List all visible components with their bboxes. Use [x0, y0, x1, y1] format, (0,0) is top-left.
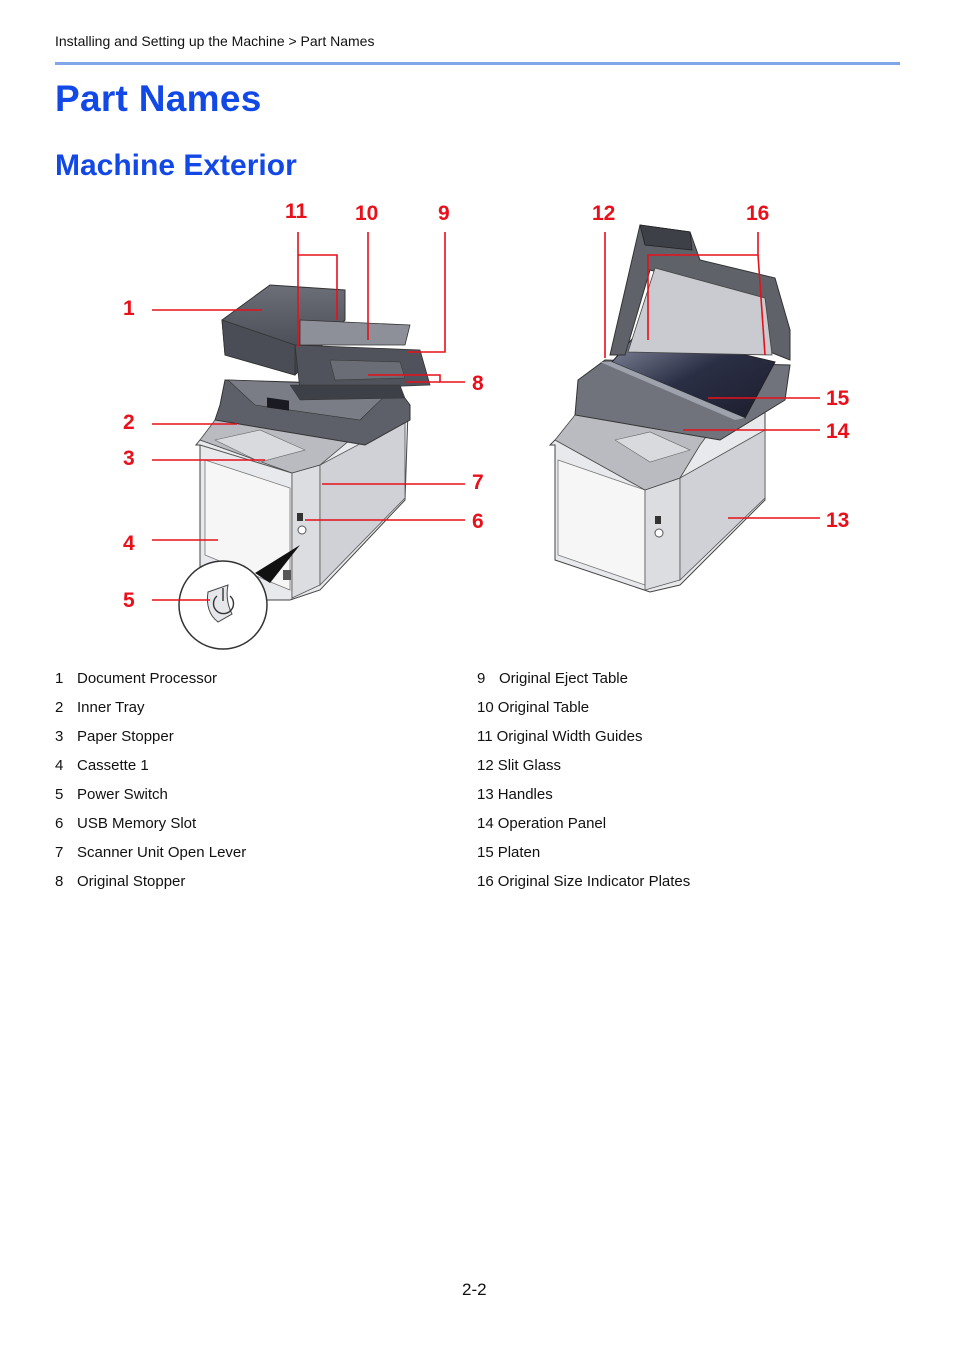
callout-16: 16	[746, 202, 769, 225]
callout-lines	[152, 232, 820, 601]
legend-number: 6	[55, 815, 64, 832]
legend-number: 7	[55, 844, 64, 861]
page-title: Part Names	[55, 78, 262, 119]
callout-numbers: 1 2 3 4 5 6 7 8 9 10 11 12 13 14 15 16	[123, 200, 850, 612]
callout-10: 10	[355, 202, 378, 225]
legend-number: 12	[477, 757, 494, 774]
legend-number: 10	[477, 699, 494, 716]
legend-number: 11	[477, 728, 493, 745]
callout-12: 12	[592, 202, 615, 225]
legend-label: Original Size Indicator Plates	[497, 873, 691, 890]
legend-label: Scanner Unit Open Lever	[77, 844, 247, 861]
header-divider	[55, 62, 900, 65]
callout-5: 5	[123, 589, 135, 612]
legend-number: 2	[55, 699, 64, 716]
legend-number: 13	[477, 786, 494, 803]
callout-11: 11	[285, 200, 308, 223]
callout-6: 6	[472, 510, 484, 533]
legend-number: 15	[477, 844, 494, 861]
legend-label: Document Processor	[77, 670, 218, 687]
legend-item: 5 Power Switch	[55, 784, 246, 813]
legend-number: 8	[55, 873, 64, 890]
legend-item: 2 Inner Tray	[55, 697, 246, 726]
legend-item: 9 Original Eject Table	[477, 668, 690, 697]
legend-number: 9	[477, 670, 486, 687]
legend-label: Inner Tray	[77, 699, 145, 716]
legend-label: Cassette 1	[77, 757, 149, 774]
legend-number: 16	[477, 873, 494, 890]
legend-label: Original Table	[497, 699, 590, 716]
legend-number: 5	[55, 786, 64, 803]
callout-15: 15	[826, 387, 850, 410]
legend-item: 4 Cassette 1	[55, 755, 246, 784]
callout-9: 9	[438, 202, 450, 225]
printer-open-view	[548, 224, 791, 593]
callout-2: 2	[123, 411, 135, 434]
legend-number: 3	[55, 728, 64, 745]
callout-3: 3	[123, 447, 135, 470]
legend-label: Original Width Guides	[496, 728, 643, 745]
callout-13: 13	[826, 509, 849, 532]
printer-front-view	[178, 284, 431, 650]
callout-14: 14	[826, 420, 850, 443]
legend-item: 6 USB Memory Slot	[55, 813, 246, 842]
section-title: Machine Exterior	[55, 149, 297, 182]
page-number: 2-2	[462, 1280, 487, 1299]
legend-label: Original Stopper	[77, 873, 186, 890]
legend-label: Power Switch	[77, 786, 168, 803]
callout-7: 7	[472, 471, 484, 494]
legend-left: 1 Document Processor 2 Inner Tray 3 Paper S…	[55, 668, 246, 900]
legend-item: 1 Document Processor	[55, 668, 246, 697]
callout-4: 4	[123, 532, 135, 555]
legend-label: Paper Stopper	[77, 728, 174, 745]
legend-label: USB Memory Slot	[77, 815, 197, 832]
callout-1: 1	[123, 297, 135, 320]
legend-label: Original Eject Table	[499, 670, 628, 687]
callout-8: 8	[472, 372, 484, 395]
legend-label: Platen	[497, 844, 541, 861]
breadcrumb: Installing and Setting up the Machine > …	[55, 33, 375, 49]
legend-number: 4	[55, 757, 64, 774]
legend-label: Operation Panel	[497, 815, 607, 832]
legend-number: 14	[477, 815, 494, 832]
legend-label: Slit Glass	[497, 757, 562, 774]
legend-item: 8 Original Stopper	[55, 871, 246, 900]
legend-number: 1	[55, 670, 64, 687]
legend-item: 7 Scanner Unit Open Lever	[55, 842, 246, 871]
legend-label: Handles	[497, 786, 553, 803]
machine-exterior-figure: 1 2 3 4 5 6 7 8 9 10 11 12 13 14 15 16	[123, 200, 850, 650]
legend-item: 3 Paper Stopper	[55, 726, 246, 755]
